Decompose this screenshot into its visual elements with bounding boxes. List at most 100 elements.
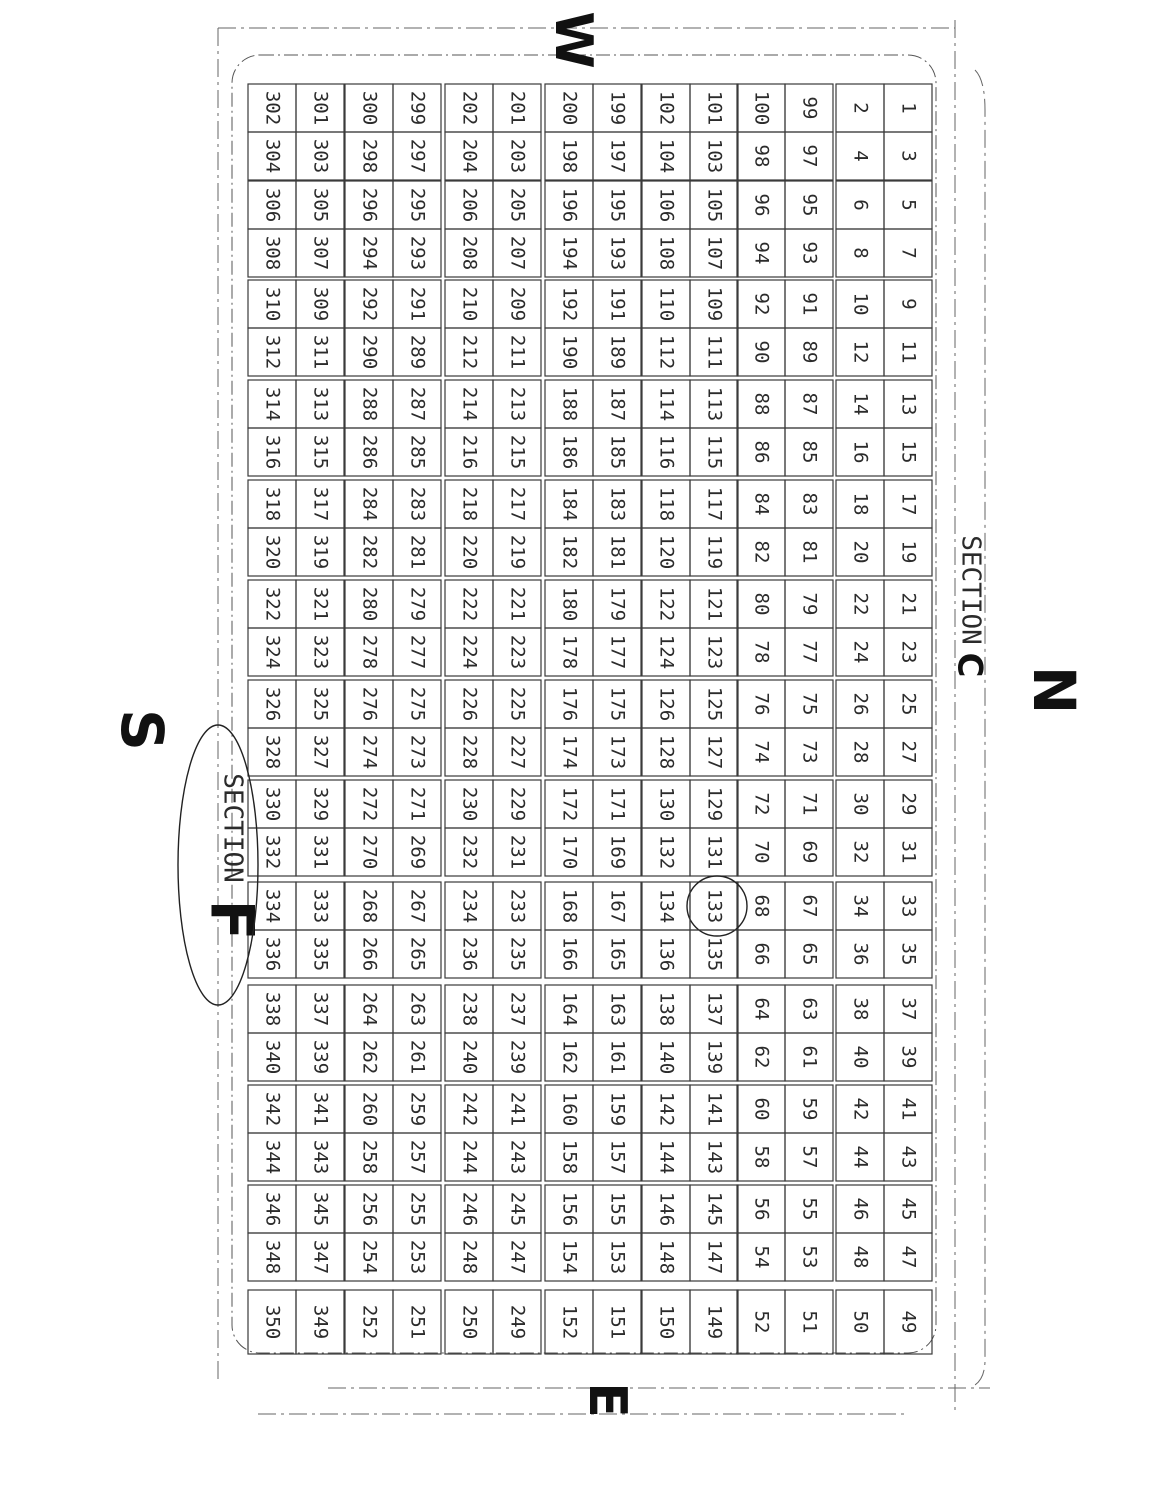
lot-cell[interactable] [247,527,297,577]
lot-cell[interactable] [736,1289,786,1355]
lot-cell[interactable] [444,131,494,181]
lot-cell[interactable] [641,131,691,181]
lot-cell[interactable] [641,727,691,777]
lot-cell[interactable] [641,1232,691,1282]
lot-cell[interactable] [544,131,594,181]
lot-cell[interactable] [835,727,885,777]
lot-cell[interactable] [641,228,691,278]
lot-cell[interactable] [444,929,494,979]
lot-cell[interactable] [444,1032,494,1082]
lot-cell[interactable] [641,527,691,577]
lot-cell[interactable] [344,1232,394,1282]
lot-number: 332 [262,835,284,869]
lot-cell[interactable] [247,131,297,181]
lot-cell[interactable] [444,727,494,777]
lot-cell[interactable] [835,228,885,278]
lot-cell[interactable] [736,131,786,181]
lot-cell[interactable] [641,327,691,377]
lot-cell[interactable] [344,627,394,677]
lot-cell[interactable] [444,627,494,677]
lot-number: 283 [407,487,429,521]
lot-cell[interactable] [544,1132,594,1182]
lot-cell[interactable] [736,228,786,278]
lot-cell[interactable] [641,929,691,979]
lot-cell[interactable] [835,827,885,877]
lot-cell[interactable] [247,827,297,877]
lot-cell[interactable] [247,1132,297,1182]
lot-number: 301 [310,91,332,125]
lot-cell[interactable] [736,727,786,777]
lot-cell[interactable] [544,929,594,979]
lot-number: 256 [359,1192,381,1226]
lot-number: 314 [262,387,284,421]
lot-cell[interactable] [641,1132,691,1182]
lot-cell[interactable] [641,427,691,477]
lot-cell[interactable] [544,228,594,278]
lot-cell[interactable] [344,427,394,477]
lot-cell[interactable] [444,827,494,877]
lot-cell[interactable] [835,1032,885,1082]
lot-cell[interactable] [344,327,394,377]
lot-cell[interactable] [444,427,494,477]
lot-cell[interactable] [736,929,786,979]
lot-cell[interactable] [544,727,594,777]
lot-cell[interactable] [344,228,394,278]
lot-cell[interactable] [247,1232,297,1282]
lot-cell[interactable] [641,1289,691,1355]
lot-cell[interactable] [736,627,786,677]
lot-cell[interactable] [544,627,594,677]
lot-cell[interactable] [444,1232,494,1282]
lot-cell[interactable] [544,327,594,377]
lot-cell[interactable] [736,427,786,477]
lot-cell[interactable] [835,131,885,181]
lot-cell[interactable] [344,1132,394,1182]
lot-cell[interactable] [544,427,594,477]
lot-cell[interactable] [247,228,297,278]
lot-cell[interactable] [247,727,297,777]
lot-cell[interactable] [736,827,786,877]
lot-cell[interactable] [344,827,394,877]
lot-cell[interactable] [835,1289,885,1355]
lot-cell[interactable] [444,1289,494,1355]
lot-cell[interactable] [835,327,885,377]
lot-cell[interactable] [641,827,691,877]
lot-cell[interactable] [247,327,297,377]
lot-cell[interactable] [344,527,394,577]
lot-cell[interactable] [544,1289,594,1355]
lot-cell[interactable] [344,727,394,777]
lot-cell[interactable] [835,1132,885,1182]
lot-cell[interactable] [835,1232,885,1282]
lot-cell[interactable] [444,327,494,377]
lot-cell[interactable] [641,1032,691,1082]
lot-cell[interactable] [736,1132,786,1182]
lot-cell[interactable] [247,929,297,979]
lot-cell[interactable] [544,827,594,877]
lot-cell[interactable] [247,427,297,477]
lot-number: 264 [359,992,381,1026]
lot-cell[interactable] [544,1232,594,1282]
lot-cell[interactable] [444,527,494,577]
lot-cell[interactable] [444,228,494,278]
lot-cell[interactable] [835,929,885,979]
lot-cell[interactable] [835,627,885,677]
lot-cell[interactable] [344,131,394,181]
lot-cell[interactable] [736,1032,786,1082]
lot-number: 40 [850,1046,872,1069]
lot-cell[interactable] [344,1032,394,1082]
lot-cell[interactable] [736,527,786,577]
lot-cell[interactable] [544,1032,594,1082]
lot-cell[interactable] [247,1032,297,1082]
lot-cell[interactable] [247,627,297,677]
lot-cell[interactable] [444,1132,494,1182]
lot-cell[interactable] [344,929,394,979]
lot-cell[interactable] [544,527,594,577]
lot-cell[interactable] [641,627,691,677]
lot-cell[interactable] [344,1289,394,1355]
lot-cell[interactable] [736,1232,786,1282]
lot-cell[interactable] [247,1289,297,1355]
lot-cell[interactable] [835,527,885,577]
lot-cell[interactable] [736,327,786,377]
lot-cell[interactable] [835,427,885,477]
